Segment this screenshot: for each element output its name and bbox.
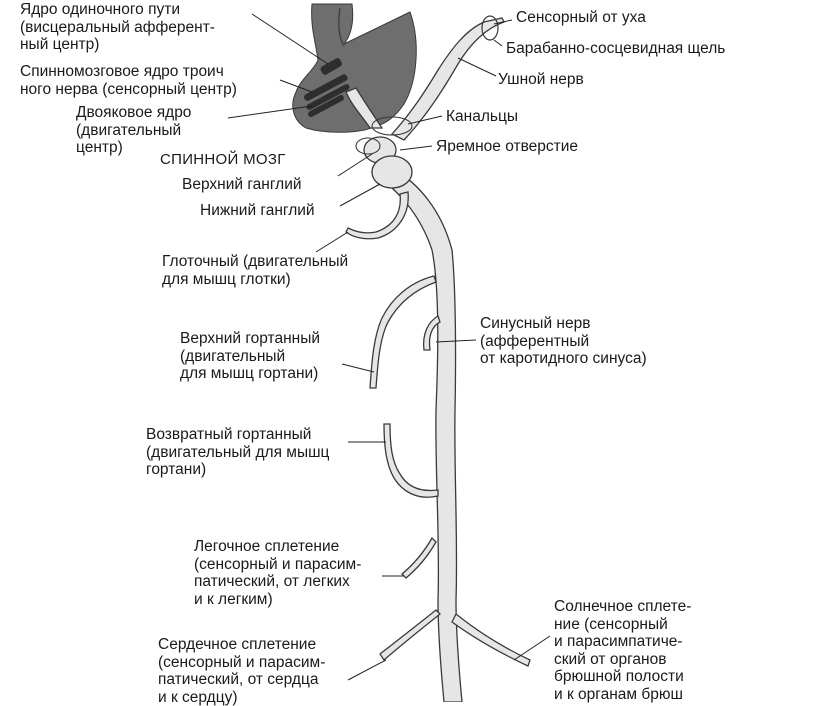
nucleus-solitary [320,58,342,75]
label-canaliculi: Канальцы [446,108,518,125]
sinus-nerve-branch [422,315,441,351]
label-superior-ganglion: Верхний ганглий [182,176,302,193]
recurrent-laryngeal-branch [383,423,439,498]
label-ambiguus-nucleus: Двояковое ядро (двигательный центр) [76,104,192,156]
label-spinal-cord: СПИННОЙ МОЗГ [160,151,286,168]
leader-inferior-ganglion [339,183,381,207]
label-sinus-nerve: Синусный нерв (афферентный от каротидног… [480,315,647,367]
cardiac-branch [379,609,441,661]
leader-trigeminal [279,79,313,93]
label-sensory-ear: Сенсорный от уха [516,9,646,26]
nucleus-ambiguus [307,95,345,117]
label-pharyngeal: Глоточный (двигательный для мышц глотки) [162,253,349,288]
label-pulmonary-plexus: Легочное сплетение (сенсорный и парасим-… [194,538,362,608]
vagus-trunk [370,167,463,702]
label-solitary-nucleus: Ядро одиночного пути (висцеральный аффер… [20,1,215,53]
label-jugular-foramen: Яремное отверстие [436,138,579,155]
label-superior-laryngeal: Верхний гортанный (двигательный для мышц… [180,330,321,382]
superior-laryngeal-branch [369,275,437,389]
nucleus-trigeminal [303,74,348,101]
brainstem-groove [338,7,345,47]
label-cardiac-plexus: Сердечное сплетение (сенсорный и парасим… [158,636,326,706]
label-trigeminal-nucleus: Спинномозговое ядро троич ного нерва (се… [20,63,237,98]
leader-superior-ganglion [337,153,373,177]
canaliculi-ring [371,116,413,136]
inferior-ganglion [371,155,413,189]
label-inferior-ganglion: Нижний ганглий [200,202,315,219]
ear-ring [481,15,499,41]
leader-canaliculi [407,115,443,125]
leader-jugular [399,145,433,151]
leader-pharyngeal [315,231,349,253]
nucleus-trigeminal-2 [306,84,350,110]
leader-sinus [435,339,477,343]
leader-cardiac [347,659,387,681]
leader-tympanomastoid [493,39,503,47]
leader-celiac [513,635,551,661]
leader-sensory-ear [493,19,513,25]
leader-solitary [251,13,329,65]
label-celiac-plexus: Солнечное сплете- ние (сенсорный и парас… [554,598,692,703]
label-tympanomastoid: Барабанно-сосцевидная щель [506,40,726,57]
jugular-ring [355,137,381,155]
leader-ambiguus [227,105,313,119]
leader-auricular [457,57,497,77]
nerve-rootlets [345,87,384,129]
label-auricular-nerve: Ушной нерв [498,71,584,88]
pulmonary-branch [401,536,437,579]
label-recurrent-laryngeal: Возвратный гортанный (двигательный для м… [146,426,330,478]
celiac-branch [451,612,531,667]
pharyngeal-branch [345,191,409,240]
leader-superior-laryngeal [341,363,375,373]
